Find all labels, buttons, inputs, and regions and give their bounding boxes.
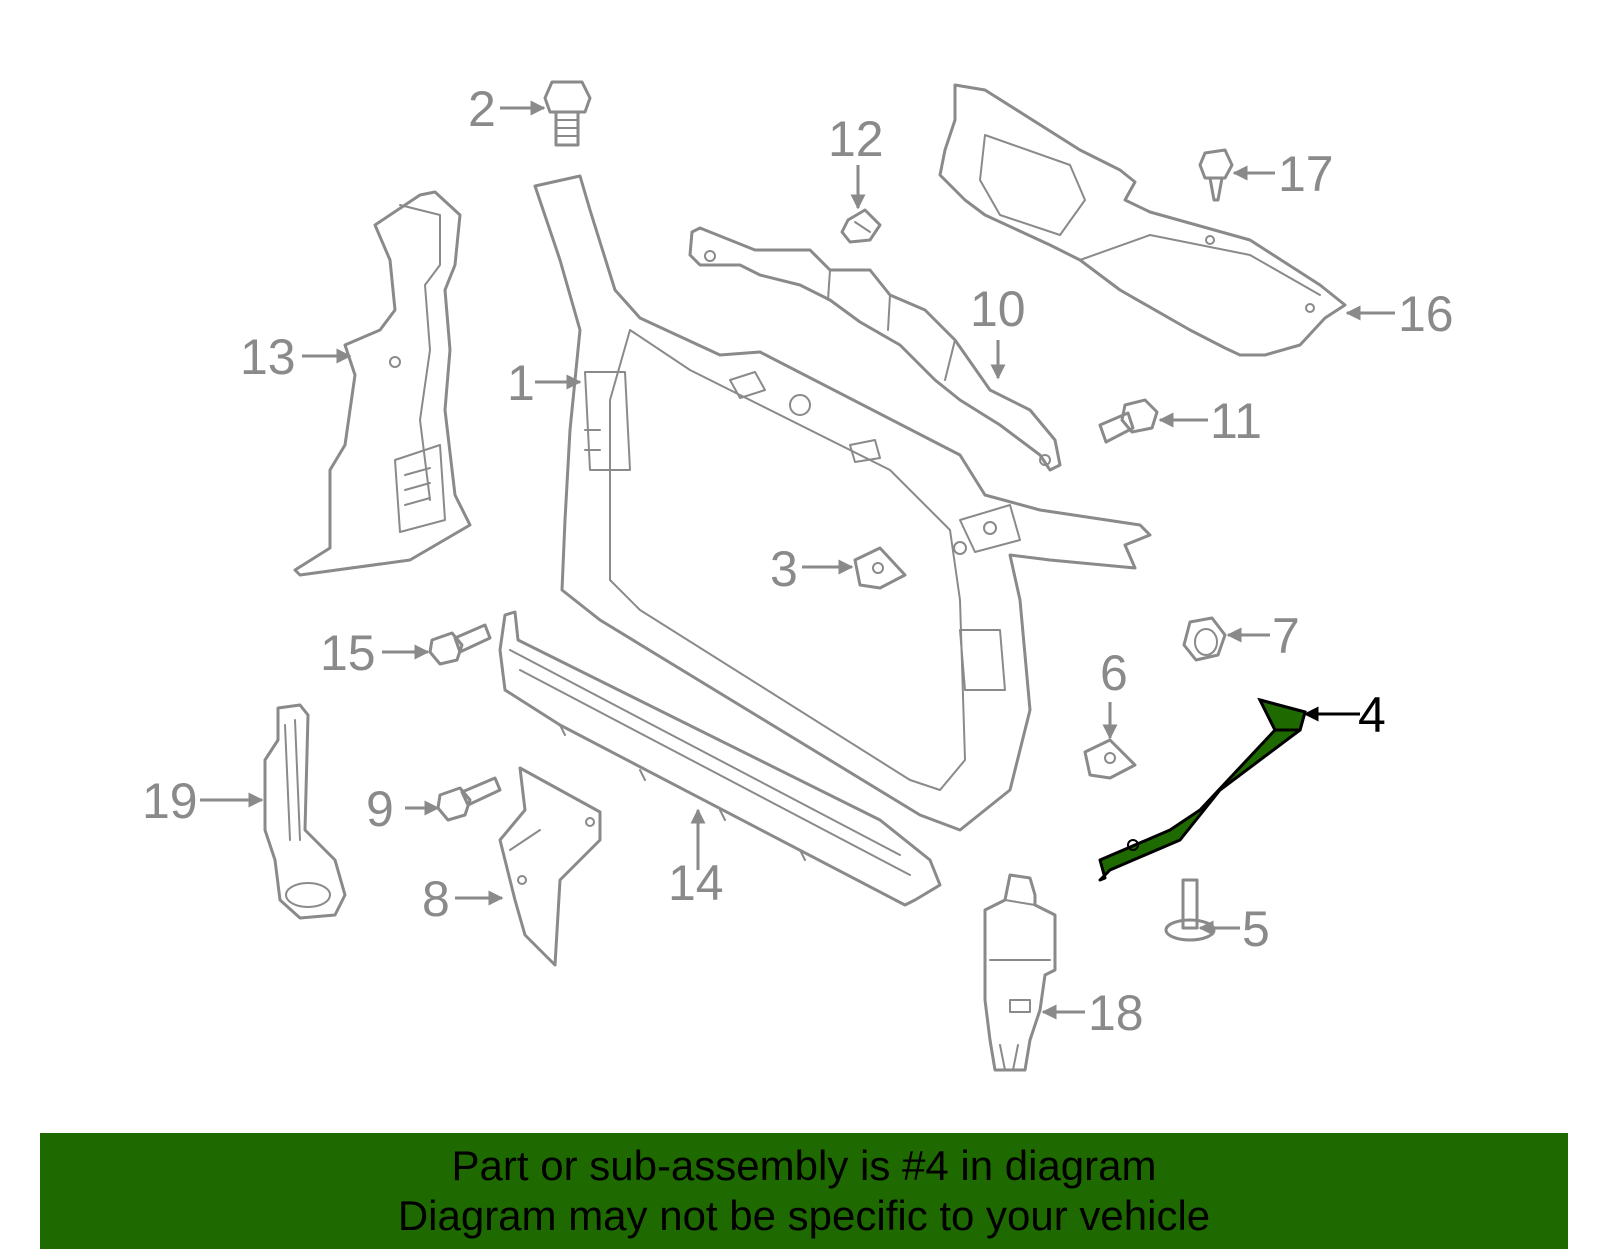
callout-8: 8 [422,871,450,927]
part-4-deflector-highlighted[interactable] [1098,697,1307,882]
callout-15: 15 [320,625,376,681]
callout-19: 19 [142,773,198,829]
part-19-side-bracket[interactable] [263,703,347,920]
part-3-clip-nut[interactable] [853,546,907,590]
part-17-push-clip[interactable] [1198,148,1234,202]
callout-labels: 1 2 3 4 5 6 7 8 9 10 11 12 13 14 15 16 1… [142,81,1454,1041]
part-6-clip-nut[interactable] [1083,738,1137,780]
callout-18: 18 [1088,985,1144,1041]
callout-9: 9 [366,781,394,837]
callout-4-highlighted: 4 [1358,687,1386,743]
callout-10: 10 [970,281,1026,337]
part-18-hood-latch[interactable] [983,873,1057,1072]
callout-5: 5 [1242,901,1270,957]
part-11-bolt[interactable] [1098,398,1159,444]
callout-14: 14 [668,855,724,911]
part-12-push-clip[interactable] [840,208,882,244]
info-banner: Part or sub-assembly is #4 in diagram Di… [40,1133,1568,1249]
callout-6: 6 [1100,645,1128,701]
part-1-radiator-support[interactable] [533,174,1152,832]
part-8-bracket[interactable] [498,766,602,967]
callout-3: 3 [770,541,798,597]
part-7-grommet[interactable] [1182,616,1227,662]
part-5-push-pin[interactable] [1164,878,1216,942]
banner-line-1: Part or sub-assembly is #4 in diagram [451,1142,1157,1189]
part-16-upper-air-deflector[interactable] [938,83,1347,357]
callout-13: 13 [240,329,296,385]
callout-16: 16 [1398,286,1454,342]
leader-arrows [200,100,1395,1020]
callout-2: 2 [468,81,496,137]
part-9-bolt[interactable] [436,776,502,822]
banner-line-2: Diagram may not be specific to your vehi… [397,1192,1211,1239]
callout-11: 11 [1210,393,1262,449]
part-14-lower-tie-bar[interactable] [498,610,942,907]
callout-12: 12 [828,111,884,167]
part-15-bolt[interactable] [428,623,492,666]
part-10-upper-tie-bar[interactable] [688,226,1062,472]
callout-7: 7 [1272,608,1300,664]
part-2-bolt[interactable] [543,80,592,147]
callout-17: 17 [1278,146,1334,202]
part-13-side-air-guide[interactable] [293,190,472,577]
callout-1: 1 [507,355,535,411]
